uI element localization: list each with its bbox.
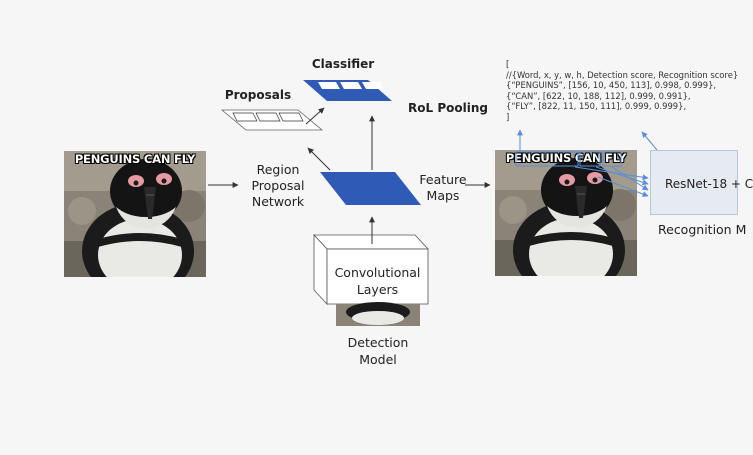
json-line: ] bbox=[506, 111, 510, 122]
conv-layers-label-line2: Layers bbox=[356, 282, 399, 297]
output-image-caption: PENGUINS CAN FLY bbox=[505, 151, 627, 165]
rpn-label-line2: Proposal bbox=[251, 178, 305, 193]
feature-maps-label-line1: Feature bbox=[419, 172, 467, 187]
detection-model-label-line1: Detection bbox=[347, 335, 409, 350]
recognition-model-label: Recognition M bbox=[658, 222, 747, 237]
classifier-label: Classifier bbox=[311, 57, 375, 71]
word-boxes bbox=[515, 151, 622, 167]
json-output: [ //{Word, x, y, w, h, Detection score, … bbox=[506, 59, 738, 123]
conv-layers-label-line1: Convolutional bbox=[334, 265, 421, 280]
conv-layers-label: Convolutional Layers bbox=[327, 264, 428, 298]
classifier-shape bbox=[303, 80, 392, 101]
json-line: {“FLY”, [822, 11, 150, 111], 0.999, 0.99… bbox=[506, 101, 687, 112]
rpn-label-line1: Region bbox=[256, 162, 300, 177]
proposals-shape bbox=[220, 109, 324, 131]
feature-maps-label: Feature Maps bbox=[413, 172, 473, 204]
detection-model-label: Detection Model bbox=[335, 334, 421, 368]
input-image: PENGUINS CAN FLY bbox=[64, 151, 206, 277]
word-to-resnet-arrows bbox=[574, 166, 649, 197]
arrow-proposals-to-classifier bbox=[305, 107, 325, 125]
arrow-feature-to-rpn bbox=[307, 147, 331, 171]
resnet-box: ResNet-18 + C bbox=[650, 150, 753, 215]
output-image: PENGUINS CAN FLY bbox=[495, 150, 637, 276]
detection-model-label-line2: Model bbox=[359, 352, 397, 367]
json-line: [ bbox=[506, 59, 510, 69]
rpn-label-line3: Network bbox=[251, 194, 305, 209]
roi-pooling-label: RoL Pooling bbox=[408, 101, 488, 115]
feature-maps-label-line2: Maps bbox=[426, 188, 460, 203]
json-line: //{Word, x, y, w, h, Detection score, Re… bbox=[506, 69, 739, 80]
proposals-label: Proposals bbox=[224, 88, 292, 102]
arrow-json-to-resnet bbox=[641, 131, 658, 151]
conv-input-strip bbox=[336, 302, 420, 326]
input-image-caption: PENGUINS CAN FLY bbox=[74, 152, 196, 166]
rpn-label: Region Proposal Network bbox=[240, 162, 316, 210]
json-line: {“CAN”, [622, 10, 188, 112], 0.999, 0.99… bbox=[506, 90, 691, 101]
resnet-label: ResNet-18 + C bbox=[665, 177, 753, 191]
json-line: {“PENGUINS”, [156, 10, 450, 113], 0.998,… bbox=[506, 80, 717, 91]
feature-maps-shape bbox=[320, 172, 421, 205]
